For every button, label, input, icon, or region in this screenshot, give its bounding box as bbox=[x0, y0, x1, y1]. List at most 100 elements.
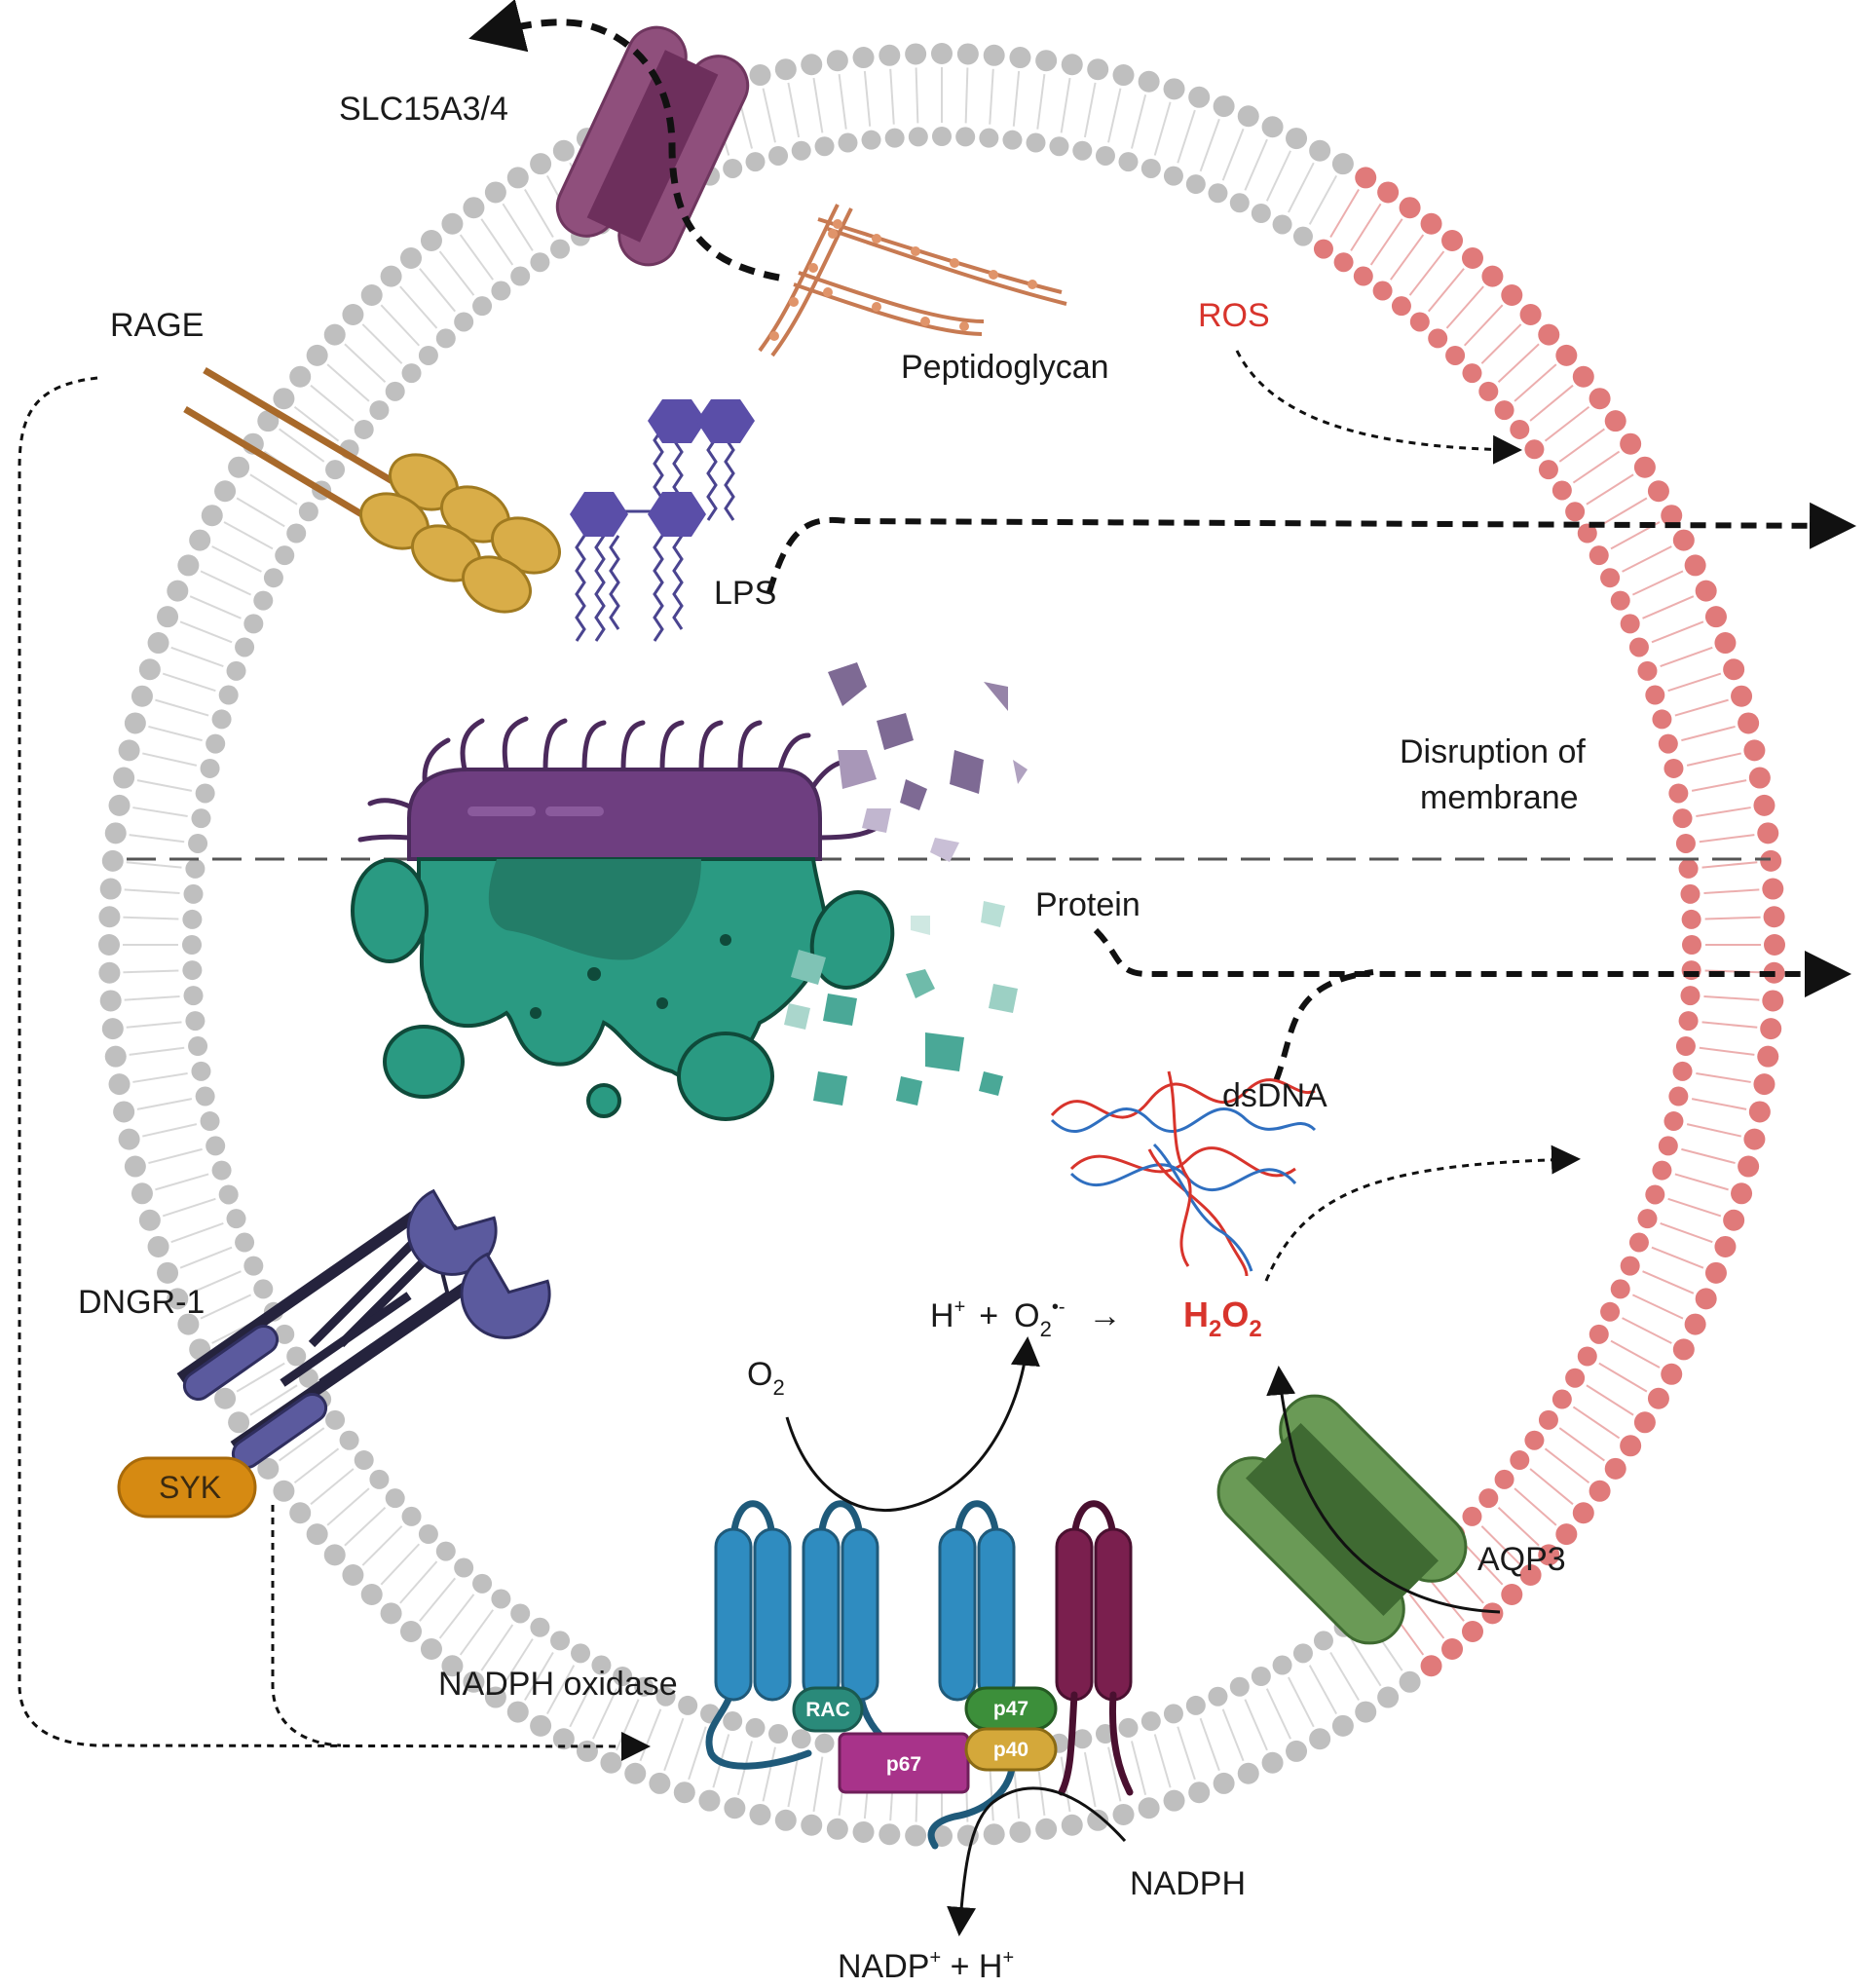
lipid-head bbox=[1680, 986, 1701, 1006]
lipid-tail bbox=[1703, 888, 1760, 895]
lipid-head bbox=[908, 127, 928, 147]
lipid-head bbox=[1163, 78, 1185, 100]
lipid-head bbox=[147, 1235, 169, 1257]
lipid-tail bbox=[326, 363, 370, 402]
lipid-head bbox=[1753, 1073, 1776, 1096]
lipid-tail bbox=[132, 1072, 188, 1083]
peptidoglycan-bead bbox=[959, 321, 969, 331]
lipid-head bbox=[791, 1729, 811, 1749]
lipid-head bbox=[838, 132, 858, 153]
lipid-tail bbox=[1131, 1741, 1147, 1795]
lipid-head bbox=[360, 283, 383, 306]
p40-subunit bbox=[964, 1727, 1058, 1772]
lipid-head bbox=[1565, 1368, 1586, 1388]
lipid-head bbox=[354, 1450, 374, 1471]
lipid-head bbox=[253, 1279, 274, 1299]
lipid-head bbox=[932, 127, 952, 146]
lipid-head bbox=[1731, 685, 1753, 707]
lipid-head bbox=[510, 1603, 531, 1624]
lipid-head bbox=[1748, 1101, 1771, 1123]
lipid-tail bbox=[1544, 405, 1590, 442]
lipid-head bbox=[1208, 1686, 1228, 1707]
lipid-head bbox=[852, 47, 875, 69]
dngr1-label: DNGR-1 bbox=[78, 1284, 205, 1321]
lipid-tail bbox=[438, 1594, 475, 1639]
lipid-tail bbox=[1701, 1021, 1758, 1029]
lipid-tail bbox=[1696, 1072, 1751, 1083]
lipid-tail bbox=[361, 323, 403, 364]
lipid-head bbox=[649, 1772, 671, 1794]
lipid-head bbox=[1313, 1631, 1333, 1651]
superoxide-equation: H++O2•-→ bbox=[930, 1296, 1121, 1341]
lipid-head bbox=[1478, 1488, 1499, 1509]
lipid-tail bbox=[148, 725, 203, 742]
lipid-head bbox=[1441, 1637, 1464, 1660]
lipid-tail bbox=[1199, 118, 1220, 172]
lipid-head bbox=[1355, 167, 1377, 189]
syk-kinase bbox=[117, 1456, 257, 1519]
lipid-head bbox=[369, 400, 390, 421]
lipid-tail bbox=[1408, 1594, 1445, 1639]
peptidoglycan-bead bbox=[833, 219, 842, 229]
lipid-tail bbox=[189, 595, 242, 619]
lipid-head bbox=[418, 345, 438, 365]
lipid-head bbox=[183, 883, 204, 904]
lipid-tail bbox=[1445, 285, 1484, 329]
lipid-head bbox=[1753, 794, 1776, 816]
lipid-head bbox=[201, 505, 223, 527]
lipid-tail bbox=[1427, 1577, 1465, 1622]
lipid-tail bbox=[1701, 861, 1758, 869]
lipid-head bbox=[124, 712, 146, 734]
lipid-head bbox=[1138, 1797, 1160, 1819]
lipid-head bbox=[273, 388, 295, 410]
lipid-head bbox=[1723, 658, 1745, 681]
p67-subunit bbox=[838, 1732, 970, 1794]
lipid-tail bbox=[142, 752, 198, 767]
lipid-head bbox=[1462, 1506, 1482, 1526]
lipid-head bbox=[1695, 1288, 1717, 1310]
lipid-head bbox=[235, 637, 255, 657]
lipid-head bbox=[1743, 1128, 1766, 1150]
lipid-tail bbox=[524, 1651, 554, 1702]
lipid-head bbox=[339, 1430, 359, 1450]
lipid-tail bbox=[1572, 450, 1621, 484]
peptidoglycan-bead bbox=[828, 229, 838, 239]
lipid-head bbox=[1731, 1182, 1753, 1205]
lipid-head bbox=[814, 136, 835, 157]
lipid-head bbox=[979, 128, 999, 148]
lipid-tail bbox=[1350, 203, 1382, 251]
disruption-label-line2: membrane bbox=[1420, 779, 1579, 816]
lps-label: LPS bbox=[714, 575, 776, 612]
o2-reduction-arrow bbox=[785, 1336, 1040, 1513]
lipid-head bbox=[286, 523, 307, 544]
lipid-tail bbox=[1696, 806, 1751, 817]
lipid-head bbox=[191, 808, 211, 829]
lipid-head bbox=[1140, 158, 1161, 178]
lipid-tail bbox=[1265, 1688, 1291, 1740]
lipid-head bbox=[441, 212, 464, 235]
lipid-head bbox=[206, 733, 226, 754]
lipid-head bbox=[206, 1136, 226, 1156]
lipid-tail bbox=[179, 620, 233, 644]
lipid-tail bbox=[812, 1756, 824, 1813]
lipid-head bbox=[385, 381, 405, 401]
rac-label: RAC bbox=[805, 1699, 850, 1721]
lipid-head bbox=[214, 1387, 237, 1409]
lipid-head bbox=[1286, 128, 1308, 150]
lipid-head bbox=[420, 1637, 442, 1660]
lipid-head bbox=[1185, 174, 1206, 195]
lipid-head bbox=[342, 1564, 364, 1587]
lipid-tail bbox=[1177, 1726, 1196, 1781]
lipid-tail bbox=[1674, 698, 1729, 717]
lipid-head bbox=[878, 44, 901, 66]
lipid-head bbox=[400, 246, 423, 269]
lipid-tail bbox=[170, 646, 224, 668]
lipid-tail bbox=[1622, 1317, 1672, 1344]
lipid-tail bbox=[1514, 1487, 1557, 1526]
lipid-head bbox=[1633, 1411, 1656, 1434]
slc-transport-arrow bbox=[468, 0, 780, 281]
lipid-tail bbox=[438, 250, 475, 296]
lipid-head bbox=[1428, 328, 1448, 349]
lipid-head bbox=[323, 1544, 346, 1566]
